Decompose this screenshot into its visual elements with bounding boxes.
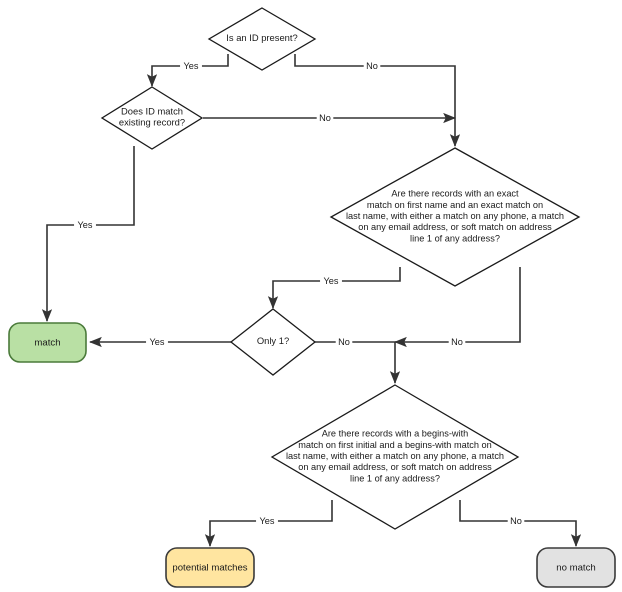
edge-exact-match-no xyxy=(394,267,521,348)
decision-does-id-match-existing-record-label-line: existing record? xyxy=(119,117,185,128)
terminal-potential-matches-shape xyxy=(165,547,255,588)
terminal-potential-matches[interactable]: potential matches xyxy=(165,547,255,588)
edge-label-backdrop xyxy=(180,60,202,72)
edge-label-backdrop xyxy=(146,336,168,348)
terminal-no-match-shape xyxy=(536,547,616,588)
edge-id-match-no-label: No xyxy=(319,113,331,123)
terminal-match-label: match xyxy=(34,337,60,348)
edge-label-backdrop xyxy=(256,515,278,527)
decision-exact-match-records-label-line: on any email address, or soft match on a… xyxy=(358,223,552,233)
decision-is-id-present[interactable]: Is an ID present? xyxy=(207,7,317,71)
terminal-potential-matches-label-line: potential matches xyxy=(172,562,247,573)
edge-label-backdrop xyxy=(507,515,525,527)
decision-begins-with-match-records-label-line: Are there records with a begins-with xyxy=(322,429,469,439)
decision-only-1-shape xyxy=(229,308,317,376)
terminal-match-shape xyxy=(8,322,87,363)
terminal-potential-matches-label: potential matches xyxy=(172,562,247,573)
edge-label-backdrop xyxy=(74,219,96,231)
edge-begins-with-yes-label: Yes xyxy=(260,516,275,526)
decision-exact-match-records-label-line: Are there records with an exact xyxy=(391,189,519,199)
decision-is-id-present-label: Is an ID present? xyxy=(226,32,297,43)
terminal-no-match-label: no match xyxy=(556,562,595,573)
decision-exact-match-records-shape xyxy=(329,147,581,287)
edge-label-backdrop xyxy=(448,336,466,348)
decision-exact-match-records-label-line: last name, with either a match on any ph… xyxy=(346,211,564,221)
edge-id-present-no-label: No xyxy=(366,61,378,71)
decision-exact-match-records-label-line: match on first name and an exact match o… xyxy=(367,200,543,210)
edge-id-present-yes-label: Yes xyxy=(184,61,199,71)
edge-label-backdrop xyxy=(320,275,342,287)
decision-only-1-label: Only 1? xyxy=(257,335,289,346)
terminal-no-match[interactable]: no match xyxy=(536,547,616,588)
edge-id-match-yes-label: Yes xyxy=(78,220,93,230)
decision-begins-with-match-records-shape xyxy=(270,384,520,530)
decision-is-id-present-label-line: Is an ID present? xyxy=(226,32,297,43)
decision-begins-with-match-records-label-line: last name, with either a match on any ph… xyxy=(286,451,504,461)
terminal-no-match-label-line: no match xyxy=(556,562,595,573)
decision-begins-with-match-records-label-line: line 1 of any address? xyxy=(350,474,440,484)
edge-id-match-yes xyxy=(41,146,135,322)
decision-exact-match-records-label-line: line 1 of any address? xyxy=(410,234,500,244)
edge-only-one-yes-label: Yes xyxy=(150,337,165,347)
decision-does-id-match-existing-record-label-line: Does ID match xyxy=(121,106,183,117)
edge-only-one-no xyxy=(315,341,401,384)
decision-only-1-label-line: Only 1? xyxy=(257,335,289,346)
edge-exact-match-yes xyxy=(267,267,401,309)
decision-is-id-present-shape xyxy=(207,7,317,71)
decision-begins-with-match-records-label-line: match on first initial and a begins-with… xyxy=(298,440,492,450)
decision-begins-with-match-records-label-line: on any email address, or soft match on a… xyxy=(298,463,492,473)
edge-begins-with-no-label: No xyxy=(510,516,522,526)
terminal-match[interactable]: match xyxy=(8,322,87,363)
edge-label-backdrop xyxy=(335,336,353,348)
decision-does-id-match-existing-record-shape xyxy=(100,86,204,150)
edge-label-backdrop xyxy=(363,60,381,72)
decision-only-1[interactable]: Only 1? xyxy=(229,308,317,376)
edge-exact-match-yes-label: Yes xyxy=(324,276,339,286)
edge-label-backdrop xyxy=(316,112,334,124)
edge-only-one-no-label: No xyxy=(338,337,350,347)
terminal-match-label-line: match xyxy=(34,337,60,348)
edge-exact-match-no-label: No xyxy=(451,337,463,347)
